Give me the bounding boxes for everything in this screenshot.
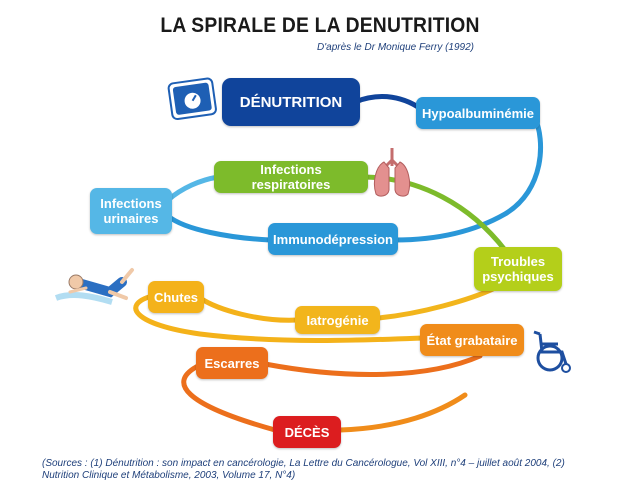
node-immunodepression: Immunodépression	[268, 223, 398, 255]
sources-footnote: (Sources : (1) Dénutrition : son impact …	[42, 458, 565, 481]
node-troubles-psychiques: Troubles psychiques	[474, 247, 562, 291]
curve-hypo-immuno	[392, 115, 543, 243]
node-infections-urinaires: Infections urinaires	[90, 188, 172, 234]
curve-immuno-infuri	[165, 213, 273, 243]
lungs-icon	[373, 148, 411, 197]
node-escarres: Escarres	[196, 347, 268, 379]
node-hypoalbuminemie: Hypoalbuminémie	[416, 97, 540, 129]
curve-troubles-iatro	[375, 285, 498, 321]
curve-iatro-chutes	[197, 295, 301, 323]
curve-denutrition-hypo	[352, 94, 428, 115]
bathroom-scale-icon	[167, 77, 217, 121]
curve-infuri-infresp	[165, 174, 221, 203]
curve-escarres-deces	[181, 362, 278, 433]
node-chutes: Chutes	[148, 281, 204, 313]
node-iatrogenie: Iatrogénie	[295, 306, 380, 334]
node-deces: DÉCÈS	[273, 416, 341, 448]
node-etat-grabataire: État grabataire	[420, 324, 524, 356]
attribution-subtitle: D'après le Dr Monique Ferry (1992)	[317, 42, 474, 53]
node-denutrition: DÉNUTRITION	[222, 78, 360, 126]
wheelchair-icon	[533, 330, 571, 373]
node-infections-respiratoires: Infections respiratoires	[214, 161, 368, 193]
curve-chutes-etat	[133, 293, 425, 343]
curve-deces-tail	[337, 392, 468, 433]
page-title: LA SPIRALE DE LA DENUTRITION	[160, 14, 480, 37]
falling-person-icon	[54, 268, 134, 305]
curve-etat-escarres	[262, 353, 483, 377]
